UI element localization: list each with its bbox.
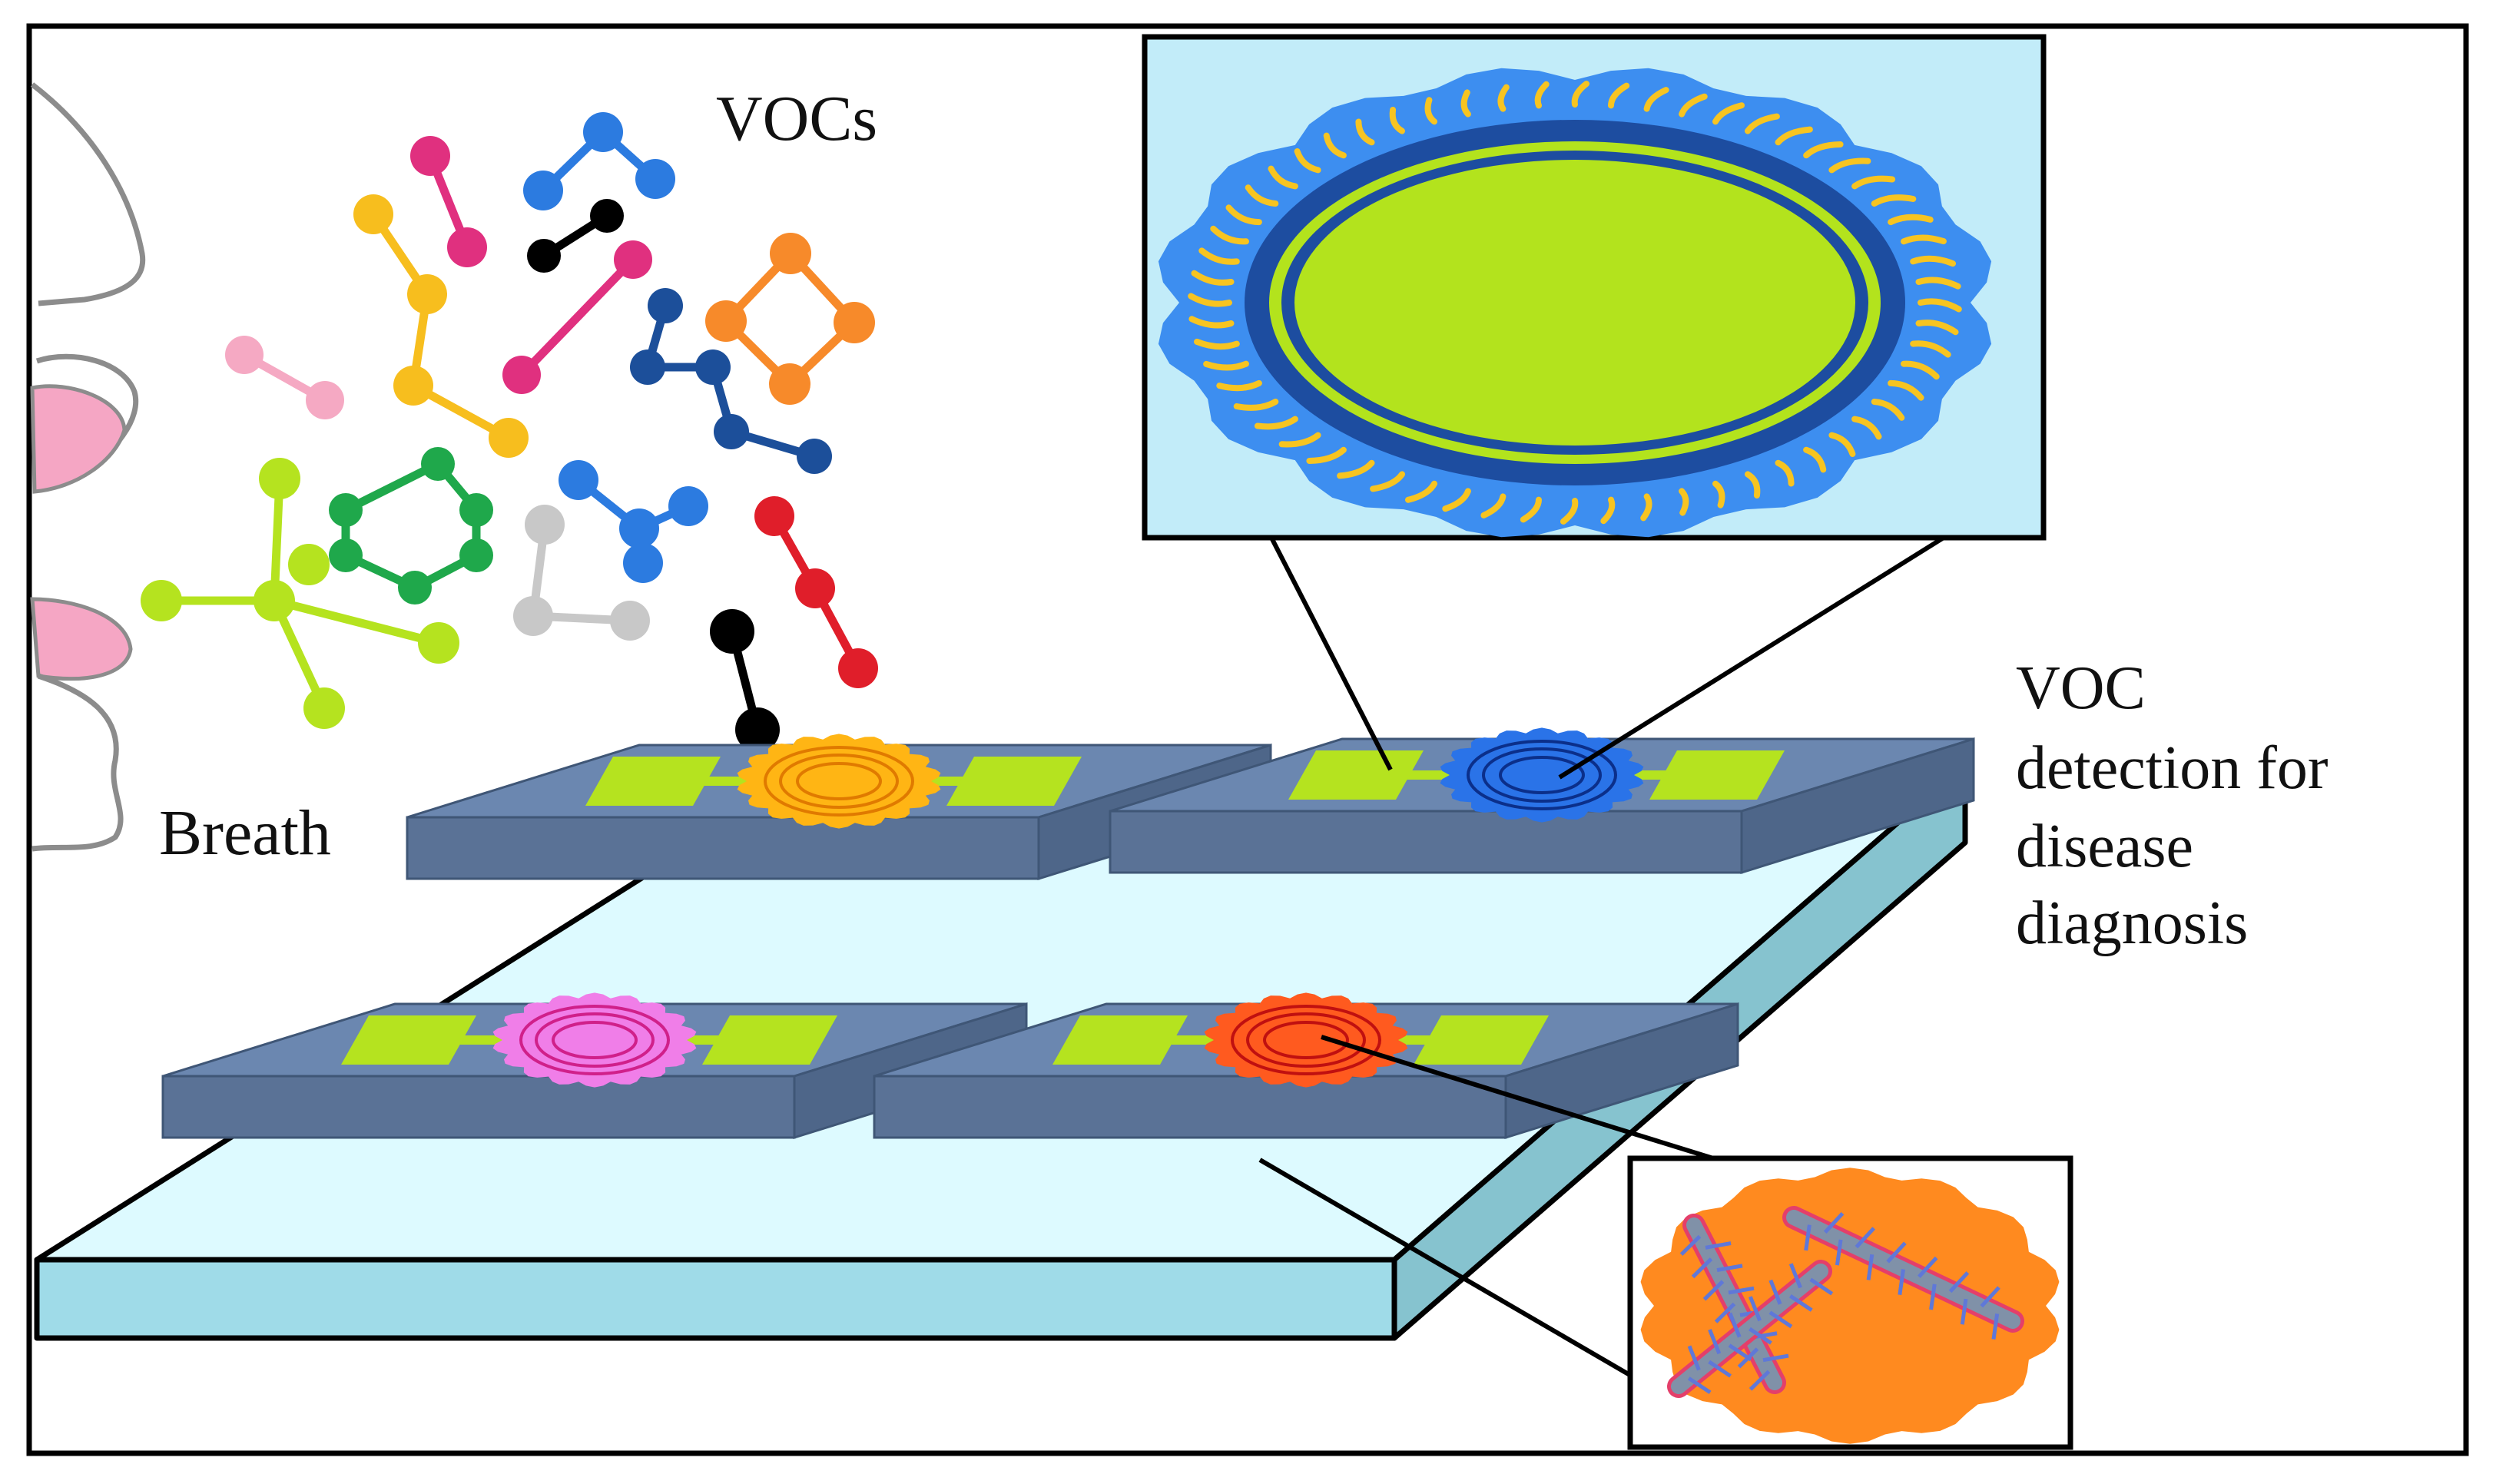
molecule-icon [141, 112, 878, 752]
detection-label-line4: diagnosis [2016, 889, 2248, 957]
molecule-3 [527, 199, 624, 273]
molecule-12 [513, 505, 650, 641]
sensor-chip-bottom-left [161, 992, 1028, 1140]
sensor-chip-icon [161, 727, 1975, 1140]
molecule-9 [329, 447, 493, 605]
molecule-4 [353, 194, 529, 458]
vocs-label: VOCs [716, 83, 877, 154]
callout-lines [1258, 535, 1945, 1381]
detection-label-line1: VOC [2016, 654, 2146, 722]
face-profile-icon [30, 82, 146, 852]
sensor-chip-top-left [406, 734, 1272, 881]
detection-label-line2: detection for [2016, 734, 2328, 802]
detection-label-line3: disease [2016, 813, 2193, 880]
molecule-11 [559, 460, 708, 583]
molecule-13 [754, 496, 878, 688]
sensor-chip-bottom-right [873, 992, 1739, 1140]
molecule-5 [502, 240, 652, 394]
molecule-1 [410, 136, 487, 267]
molecule-7 [705, 233, 875, 405]
molecule-10 [141, 458, 459, 729]
molecule-8 [225, 336, 344, 419]
nanoparticle-icon [1142, 34, 2047, 541]
nanofiber-icon [1627, 1155, 2073, 1450]
molecule-14 [710, 609, 780, 752]
breath-label: Breath [159, 797, 331, 869]
molecule-2 [523, 112, 675, 210]
sensor-chip-top-right [1109, 727, 1975, 875]
molecule-6 [630, 288, 832, 474]
